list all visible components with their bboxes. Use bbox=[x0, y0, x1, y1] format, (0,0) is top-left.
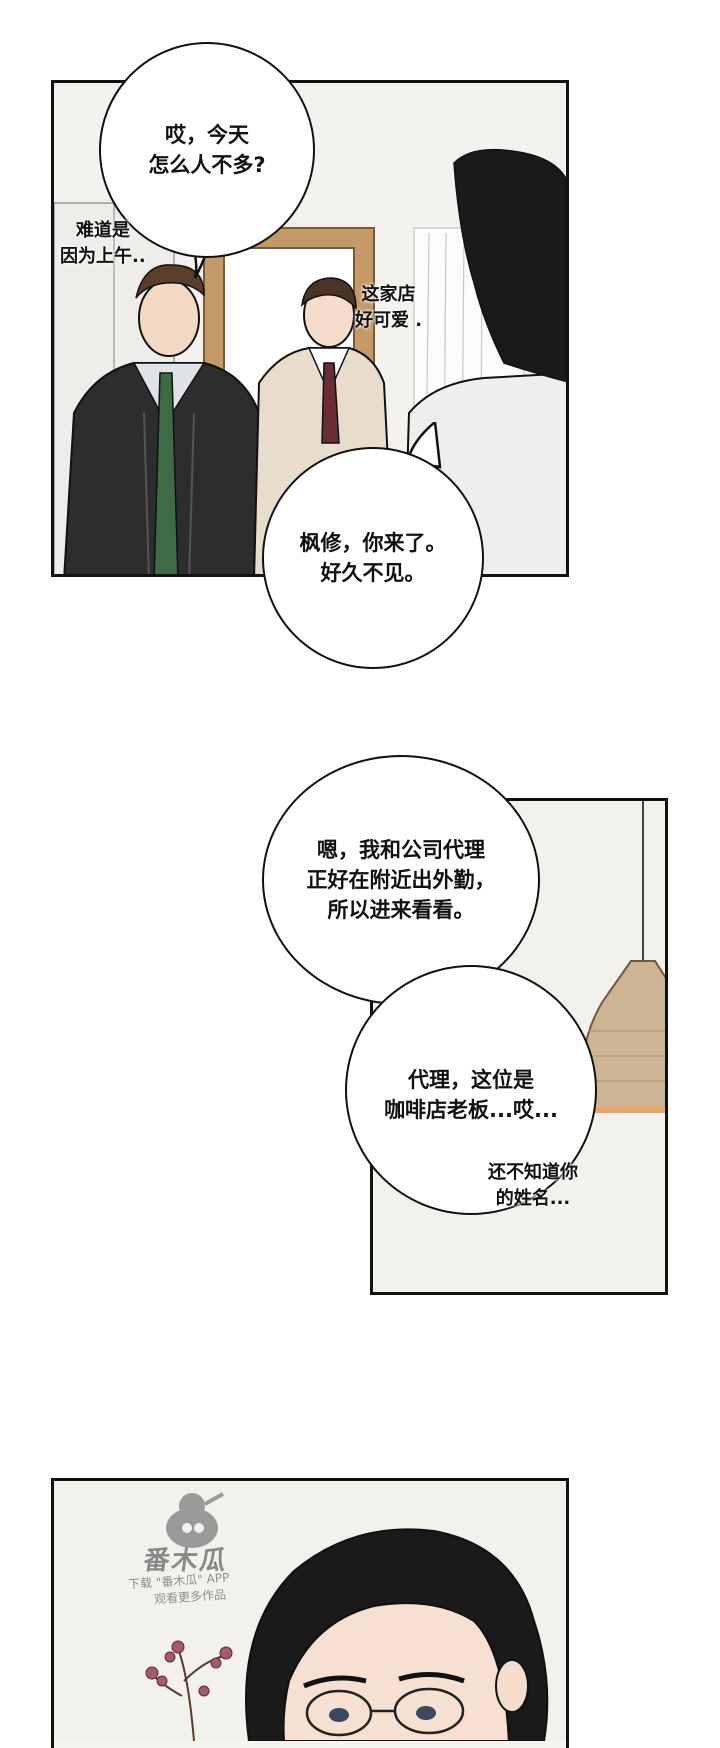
aside-text-left: 难道是 因为上午.. bbox=[60, 220, 146, 267]
aside-text-panel2: 还不知道你 的姓名... bbox=[488, 1162, 578, 1209]
bubble-text: 代理，这位是 咖啡店老板...哎... bbox=[384, 1068, 558, 1122]
aside-text-center: 这家店 好可爱 . bbox=[355, 284, 423, 331]
comic-panel-3 bbox=[51, 1478, 569, 1748]
speech-bubble-panel1-top: 哎，今天 怎么人不多? bbox=[99, 42, 315, 258]
watermark: 番木瓜 下载 "番木瓜" APP 观看更多作品 bbox=[122, 1490, 292, 1606]
mascot-icon bbox=[166, 1492, 224, 1548]
bubble-text: 嗯，我和公司代理 正好在附近出外勤， 所以进来看看。 bbox=[306, 838, 496, 922]
speech-bubble-panel2-bottom: 代理，这位是 咖啡店老板...哎... bbox=[345, 965, 597, 1215]
bubble-text: 枫修，你来了。 好久不见。 bbox=[299, 531, 447, 585]
panel-3-art bbox=[54, 1481, 566, 1741]
speech-bubble-panel1-bottom: 枫修，你来了。 好久不见。 bbox=[262, 447, 484, 669]
bubble-text: 哎，今天 怎么人不多? bbox=[148, 123, 266, 177]
